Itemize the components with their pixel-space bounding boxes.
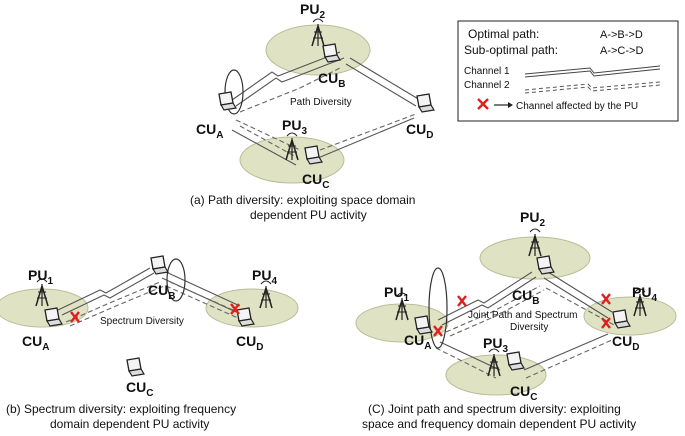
caption-b-line1: (b) Spectrum diversity: exploiting frequ… [6,402,236,416]
legend-channel1-label: Channel 1 [464,66,510,77]
legend-optimal-label: Optimal path: [468,27,539,41]
cu-a-c-label: CUA [404,332,431,352]
pu2-c-label: PU2 [520,209,545,229]
channel1-links-lower [231,117,415,166]
affected-x-icon [433,325,443,337]
spectrum-diversity-ellipse [166,258,186,302]
legend-channel1-line [524,65,661,78]
panel-b: PU1 CUB PU4 CUA CUD CUC Spectrum Diversi… [0,255,299,431]
spectrum-diversity-annotation: Spectrum Diversity [100,316,184,327]
cu-a-laptop-icon [218,91,237,111]
legend-suboptimal-value: A->C->D [600,45,643,57]
pu3-label: PU3 [282,117,307,137]
legend-suboptimal-label: Sub-optimal path: [464,43,558,57]
pu2-label: PU2 [300,1,325,21]
cu-c-c-label: CUC [510,383,537,403]
cu-d-b-label: CUD [236,333,263,353]
affected-x-icon [70,311,80,323]
cu-c-label: CUC [302,171,329,191]
cu-d-label: CUD [406,121,433,141]
pu1-b-label: PU1 [28,267,53,287]
legend-channel2-label: Channel 2 [464,80,510,91]
cu-b-b-laptop-icon [150,255,169,275]
cu-a-b-label: CUA [22,333,49,353]
affected-x-icon [601,317,611,329]
joint-diversity-annotation-line2: Diversity [510,322,548,333]
legend-arrow-head [508,102,513,108]
panel-c: PU2 PU1 CUB PU4 CUA PU3 CUD CUC Joint Pa… [355,209,677,431]
caption-a-line2: dependent PU activity [250,208,367,222]
joint-diversity-ellipse [428,267,448,349]
path-diversity-annotation: Path Diversity [290,97,352,108]
affected-x-icon [230,303,240,315]
legend-optimal-value: A->B->D [600,29,643,41]
joint-diversity-annotation-line1: Joint Path and Spectrum [468,310,578,321]
cu-b-label: CUB [318,70,345,90]
legend-affected-label: Channel affected by the PU [516,101,638,112]
cu-b-c-label: CUB [512,287,539,307]
pu3-c-label: PU3 [483,335,508,355]
pu4-coverage-zone [205,288,299,328]
sub-optimal-path-links [235,67,417,159]
affected-x-icon [457,295,467,307]
cu-c-b-label: CUC [126,379,153,399]
affected-x-icon [601,293,611,305]
pu4-b-label: PU4 [252,267,277,287]
optimal-path-links [231,51,421,107]
legend-box: Optimal path: A->B->D Sub-optimal path: … [457,20,679,122]
channel2-links-b [65,281,243,327]
path-diversity-ellipse [224,69,244,115]
cu-a-label: CUA [196,121,223,141]
pu4-c-label: PU4 [632,284,657,304]
caption-c-line1: (C) Joint path and spectrum diversity: e… [368,402,621,416]
cu-b-b-label: CUB [148,282,175,302]
channel1-links-c [437,271,613,371]
cu-c-b-laptop-icon [126,357,145,377]
caption-c-line2: space and frequency domain dependent PU … [362,417,636,431]
legend-channel2-line [524,81,661,94]
legend-affected-x-icon [477,98,489,110]
caption-b-line2: domain dependent PU activity [50,417,209,431]
pu1-c-label: PU1 [384,284,409,304]
caption-a-line1: (a) Path diversity: exploiting space dom… [190,193,415,207]
panel-a: PU2 CUB CUA PU3 CUD CUC Path Diversity (… [190,1,435,222]
cu-d-c-label: CUD [612,333,639,353]
cu-d-laptop-icon [416,93,435,113]
